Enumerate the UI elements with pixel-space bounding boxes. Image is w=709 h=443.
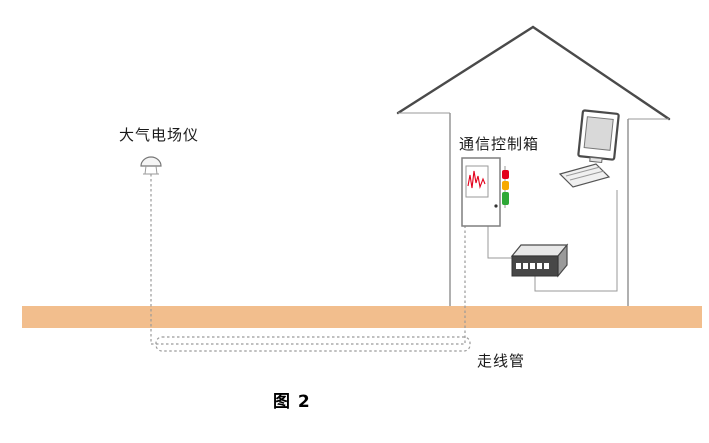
roof-right-edge [531, 25, 671, 121]
keyboard-keys-row1 [565, 166, 601, 177]
ground-band [22, 306, 702, 328]
indicator-lights [502, 166, 509, 208]
conduit-pipe [155, 336, 471, 352]
sensor-dome [140, 156, 162, 167]
sensor-stand [143, 165, 159, 175]
cable-switch-to-computer [534, 190, 618, 292]
cable-box-to-switch [487, 226, 514, 259]
switch-port-4 [537, 263, 542, 269]
control-box-label: 通信控制箱 [459, 135, 540, 153]
keyboard-keys-row2 [569, 170, 605, 181]
yellow-light [502, 181, 509, 190]
switch-port-2 [523, 263, 528, 269]
network-switch [510, 243, 569, 278]
roof-left-edge [396, 25, 535, 115]
field-sensor [140, 156, 162, 175]
house [396, 25, 671, 306]
switch-port-3 [530, 263, 535, 269]
keyboard [558, 163, 611, 188]
control-box [461, 157, 501, 227]
green-light [502, 192, 509, 205]
monitor-screen [583, 116, 614, 151]
waveform-trace [467, 170, 486, 190]
indoor-connections [487, 190, 618, 292]
sensor-cable [150, 174, 466, 345]
figure-caption: 图 2 [273, 392, 311, 412]
monitor [577, 109, 620, 164]
underground-cabling [150, 174, 471, 352]
switch-port-1 [516, 263, 521, 269]
door-handle [494, 204, 498, 208]
conduit-label: 走线管 [477, 352, 526, 370]
switch-port-5 [544, 263, 549, 269]
computer [558, 109, 620, 188]
monitor-stand [589, 156, 603, 164]
sensor-label: 大气电场仪 [119, 126, 200, 144]
red-light [502, 170, 509, 179]
